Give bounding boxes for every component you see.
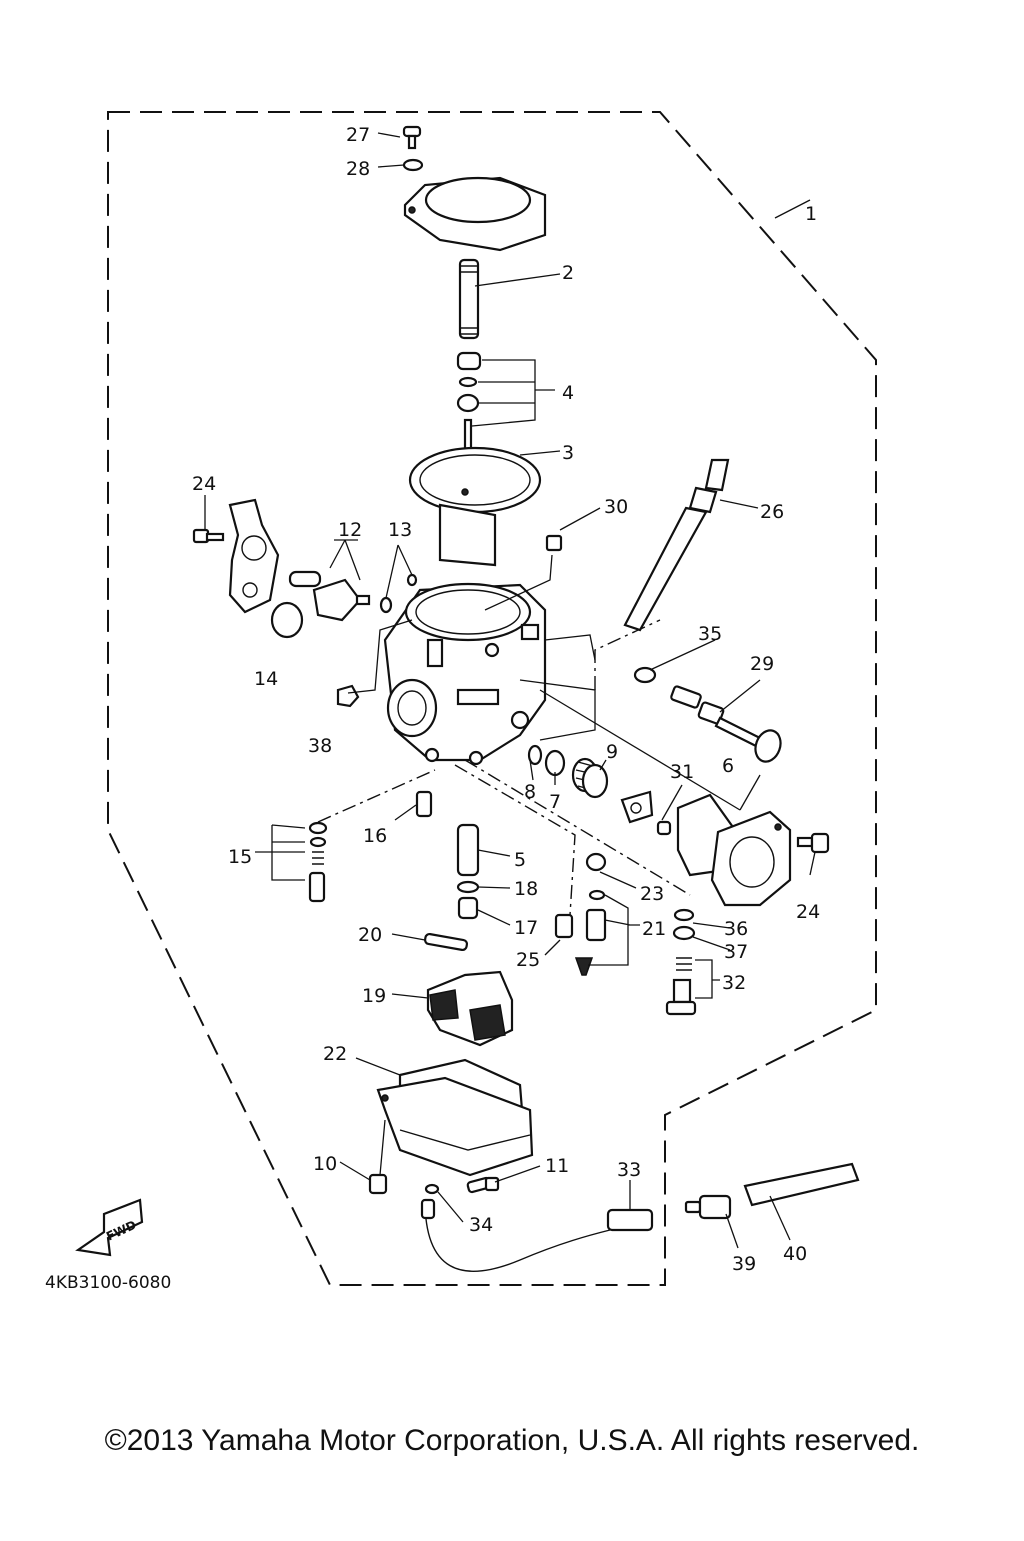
leader-lines <box>204 132 816 1249</box>
part-8-washer <box>527 744 543 766</box>
label-part-36: 36 <box>724 918 748 940</box>
part-24-screw-right <box>796 832 830 854</box>
label-part-38: 38 <box>308 735 332 757</box>
part-38-nut <box>336 684 360 708</box>
label-part-10: 10 <box>313 1153 337 1175</box>
drawing-code: 4KB3100-6080 <box>45 1273 171 1293</box>
label-part-22: 22 <box>323 1043 347 1065</box>
part-3-diaphragm <box>408 446 542 567</box>
part-11-screw <box>466 1176 500 1194</box>
label-part-29: 29 <box>750 653 774 675</box>
label-part-33: 33 <box>617 1159 641 1181</box>
part-34-clip <box>424 1183 440 1195</box>
part-9-spring <box>571 757 609 799</box>
part-30-plug <box>545 534 563 552</box>
part-5-emulsion-tube <box>456 823 480 877</box>
carburetor-body <box>383 582 547 766</box>
label-part-24-left: 24 <box>192 473 216 495</box>
label-part-7: 7 <box>549 791 561 813</box>
part-7-washer <box>544 749 566 777</box>
part-17-jet <box>457 896 479 920</box>
part-12-spring-valve <box>288 570 371 622</box>
part-21-oring <box>588 889 606 901</box>
label-part-21: 21 <box>642 918 666 940</box>
part-36-oring <box>673 908 695 922</box>
part-13-oring-a <box>379 596 393 614</box>
label-part-35: 35 <box>698 623 722 645</box>
label-part-23: 23 <box>640 883 664 905</box>
label-part-8: 8 <box>524 781 536 803</box>
label-part-13: 13 <box>388 519 412 541</box>
part-2-spring <box>458 258 480 340</box>
label-part-18: 18 <box>514 878 538 900</box>
label-part-6: 6 <box>722 755 734 777</box>
label-part-27: 27 <box>346 124 370 146</box>
label-part-2: 2 <box>562 262 574 284</box>
part-20-pin <box>423 932 469 952</box>
side-cover <box>710 810 792 907</box>
part-35-oring <box>633 666 657 684</box>
label-part-15: 15 <box>228 846 252 868</box>
part-25-jet <box>554 913 574 939</box>
part-31-screw <box>620 790 672 836</box>
part-27-screw <box>402 125 422 150</box>
part-39-fitting <box>684 1194 732 1220</box>
part-16-jet <box>415 790 433 818</box>
part-33-drain-hose <box>420 1198 654 1272</box>
copyright-notice: ©2013 Yamaha Motor Corporation, U.S.A. A… <box>105 1424 920 1457</box>
label-part-28: 28 <box>346 158 370 180</box>
label-part-39: 39 <box>732 1253 756 1275</box>
label-part-4: 4 <box>562 382 574 404</box>
top-cover <box>403 176 547 252</box>
label-part-37: 37 <box>724 941 748 963</box>
label-part-19: 19 <box>362 985 386 1007</box>
fwd-arrow <box>75 1198 144 1257</box>
label-part-11: 11 <box>545 1155 569 1177</box>
label-part-24-right: 24 <box>796 901 820 923</box>
part-14-gasket <box>270 601 304 639</box>
label-part-5: 5 <box>514 849 526 871</box>
part-21-needle-valve <box>574 908 607 976</box>
part-15-screw-set <box>308 821 328 903</box>
part-24-bracket-left <box>192 498 280 614</box>
label-part-1: 1 <box>805 203 817 225</box>
part-labels: 1 2 3 4 5 6 7 8 9 10 11 12 13 14 15 16 1… <box>192 124 820 1275</box>
part-28-washer <box>402 158 424 172</box>
float-bowl <box>376 1076 534 1177</box>
label-part-32: 32 <box>722 972 746 994</box>
part-10-screw <box>368 1173 388 1195</box>
label-part-14: 14 <box>254 668 278 690</box>
label-part-30: 30 <box>604 496 628 518</box>
part-26-rod <box>623 458 730 632</box>
dash-dot-routes <box>317 619 741 916</box>
label-part-3: 3 <box>562 442 574 464</box>
part-23-cap <box>585 852 607 872</box>
part-40-hose <box>743 1162 860 1207</box>
label-part-17: 17 <box>514 917 538 939</box>
label-part-25: 25 <box>516 949 540 971</box>
part-32-screw-set <box>665 957 697 1016</box>
label-part-20: 20 <box>358 924 382 946</box>
label-part-40: 40 <box>783 1243 807 1265</box>
label-part-31: 31 <box>670 761 694 783</box>
part-18-washer <box>456 880 480 894</box>
label-part-26: 26 <box>760 501 784 523</box>
part-19-float <box>426 970 514 1047</box>
part-29-valve <box>670 685 782 763</box>
part-13-oring-b <box>406 573 418 587</box>
assembly-boundary <box>107 111 877 1286</box>
label-part-12: 12 <box>338 519 362 541</box>
label-part-9: 9 <box>606 741 618 763</box>
label-part-16: 16 <box>363 825 387 847</box>
part-37-washer <box>672 925 696 941</box>
label-part-34: 34 <box>469 1214 493 1236</box>
